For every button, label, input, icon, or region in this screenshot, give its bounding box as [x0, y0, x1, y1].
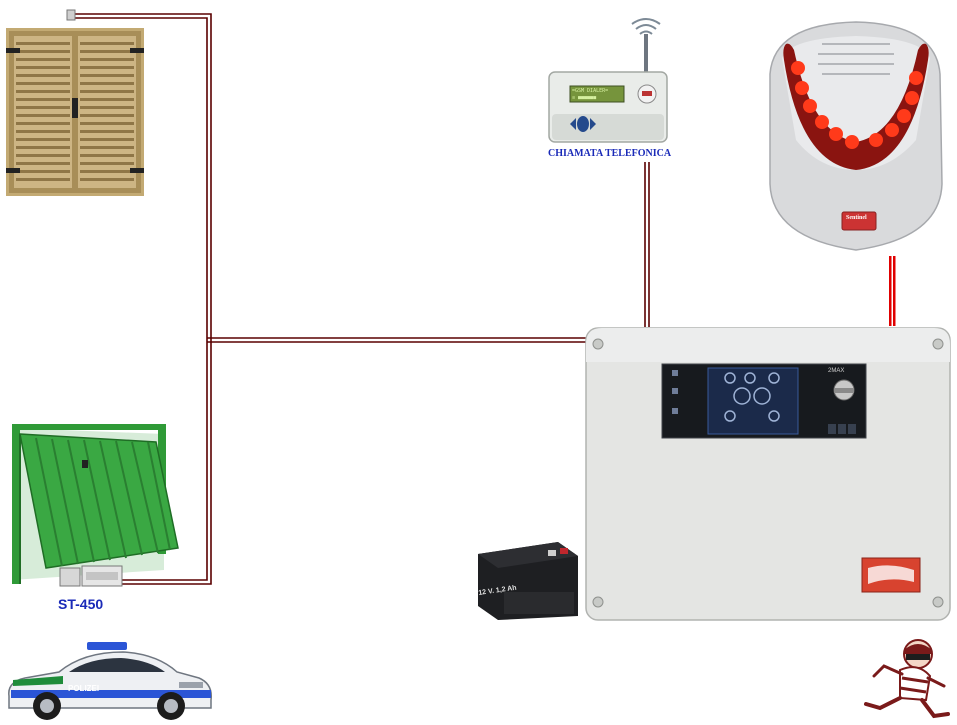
- police-car-text: POLIZEI: [68, 684, 99, 693]
- control-panel-model: 2MAX: [828, 368, 844, 374]
- control-panel-image: [584, 326, 952, 622]
- dialer-display-text: =GSM DIALER=: [572, 88, 608, 94]
- burglar-icon: [860, 636, 952, 722]
- phone-dialer-label: CHIAMATA TELEFONICA: [548, 148, 671, 159]
- police-car-image: [3, 636, 215, 722]
- gsm-dialer-image: [546, 10, 670, 146]
- garage-sensor-image: [58, 562, 126, 590]
- garage-sensor-label: ST-450: [58, 596, 103, 612]
- magnetic-contact-icon: [64, 8, 78, 22]
- battery-image: [474, 540, 580, 622]
- window-shutter-image: [6, 28, 144, 196]
- siren-brand-plate: Sentinel: [846, 215, 867, 221]
- siren-wire: [889, 256, 896, 326]
- dialer-display-text-2: ≡ ■■■■■■: [572, 95, 596, 101]
